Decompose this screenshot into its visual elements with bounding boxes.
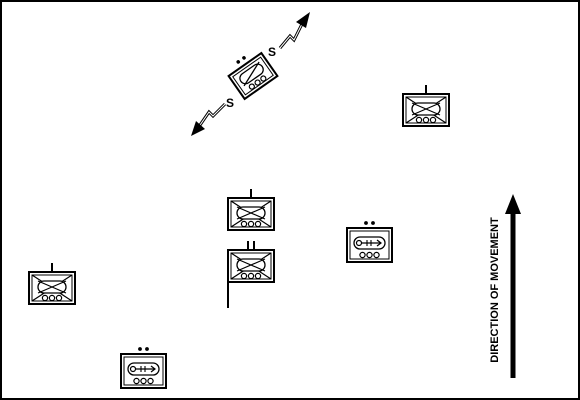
screen-arrowhead-lower	[191, 121, 205, 136]
mortar-base-circle	[355, 239, 363, 247]
screen-line-lower	[191, 102, 227, 136]
screen-line-upper	[278, 12, 310, 49]
echelon-dot	[242, 56, 246, 60]
armor-company-north	[402, 85, 450, 127]
recon-unit-symbol	[227, 51, 279, 101]
echelon-dot	[371, 221, 375, 225]
screen-label-lower: S	[226, 96, 234, 110]
screen-arrowhead-upper	[296, 12, 310, 28]
direction-label: DIRECTION OF MOVEMENT	[489, 217, 501, 363]
armor-company-left-flank	[28, 263, 76, 305]
echelon-dot	[138, 347, 142, 351]
mortar-section-rear	[120, 347, 167, 389]
screen-label-upper: S	[268, 45, 276, 59]
armor-battalion-command	[227, 241, 275, 308]
screen-recon-unit: S S	[191, 12, 310, 136]
mortar-base-circle	[129, 365, 137, 373]
echelon-dot	[364, 221, 368, 225]
direction-arrow	[505, 194, 521, 378]
direction-arrowhead	[505, 194, 521, 214]
armor-company-lead	[227, 189, 275, 231]
echelon-dot	[145, 347, 149, 351]
echelon-dot	[236, 60, 241, 64]
mortar-section-right	[346, 221, 393, 263]
